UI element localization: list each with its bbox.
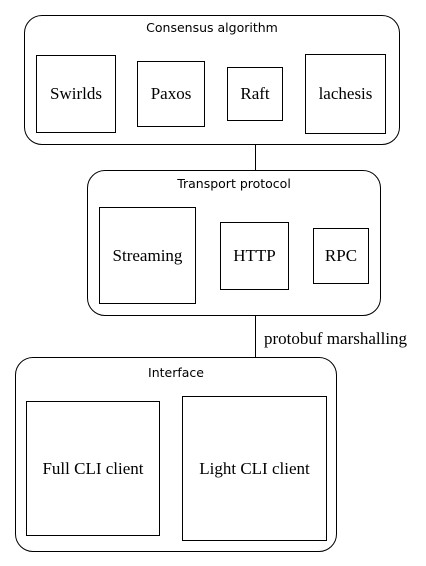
paxos-label: Paxos [150, 84, 192, 103]
light-cli-client-label: Light CLI client [199, 458, 310, 478]
edge-label-protobuf-marshalling: protobuf marshalling [264, 329, 408, 348]
http-label: HTTP [233, 246, 276, 265]
transport-protocol-title: Transport protocol [177, 176, 291, 191]
lachesis-box: lachesis [305, 54, 386, 134]
paxos-box: Paxos [137, 61, 205, 127]
full-cli-client-label: Full CLI client [42, 458, 144, 478]
interface-title: Interface [148, 365, 204, 380]
streaming-label: Streaming [112, 245, 183, 265]
rpc-box: RPC [313, 228, 369, 284]
full-cli-client-box: Full CLI client [26, 401, 160, 536]
consensus-algorithm-title: Consensus algorithm [146, 20, 278, 35]
rpc-label: RPC [324, 246, 358, 265]
light-cli-client-box: Light CLI client [182, 396, 327, 541]
raft-box: Raft [227, 67, 283, 121]
swirlds-label: Swirlds [50, 84, 102, 103]
swirlds-box: Swirlds [36, 55, 116, 133]
connector-transport-interface [255, 315, 256, 358]
lachesis-label: lachesis [318, 84, 373, 103]
connector-consensus-transport [255, 144, 256, 171]
raft-label: Raft [240, 84, 270, 103]
streaming-box: Streaming [99, 207, 196, 304]
http-box: HTTP [220, 222, 289, 290]
